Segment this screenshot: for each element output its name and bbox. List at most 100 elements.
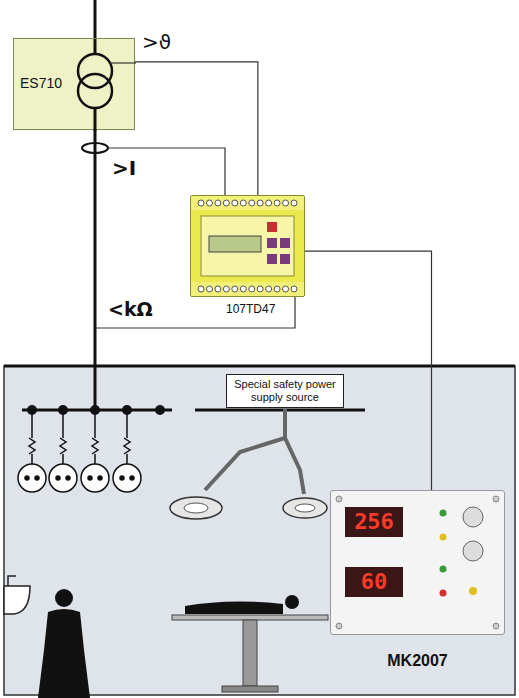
device-label: MK2007 xyxy=(331,652,504,670)
monitor-device-part xyxy=(267,222,277,232)
surgical-lamp xyxy=(170,409,327,519)
socket-outlet-part xyxy=(126,454,128,464)
signal-wire xyxy=(135,62,258,195)
monitor-device-part xyxy=(215,286,221,292)
alarm-panel-part xyxy=(469,587,477,595)
patient-table-part xyxy=(243,620,257,686)
signal-wire-part xyxy=(95,297,295,328)
patient-table-part xyxy=(185,601,283,614)
socket-outlet-part xyxy=(88,476,92,480)
socket-outlet-part xyxy=(29,438,35,454)
monitor-device-part xyxy=(274,286,280,292)
socket-outlet-part xyxy=(92,438,98,454)
device-label: 107TD47 xyxy=(226,302,275,316)
monitor-device-part xyxy=(232,286,238,292)
monitor-device-part xyxy=(198,200,204,206)
socket-outlet-part xyxy=(94,454,96,464)
monitor-device-part xyxy=(257,200,263,206)
alarm-panel-part xyxy=(493,496,499,502)
surgical-lamp-part xyxy=(205,409,285,490)
transformer-symbol-part xyxy=(94,39,97,54)
sink xyxy=(4,576,30,614)
monitor-device-part xyxy=(283,286,289,292)
monitor-device-part xyxy=(206,200,212,206)
alarm-panel-part xyxy=(336,623,342,629)
transformer-symbol-part xyxy=(78,74,112,108)
socket-outlet-part xyxy=(62,410,64,438)
monitor-device-part xyxy=(206,286,212,292)
measurement-symbol: <kΩ xyxy=(108,298,153,321)
socket-outlet-part xyxy=(66,476,70,480)
device-box: 25660MK2007 xyxy=(330,490,505,635)
socket-outlet-part xyxy=(120,476,124,480)
surgical-lamp-part xyxy=(295,504,315,512)
monitor-device-part xyxy=(280,254,290,264)
display-value: 256 xyxy=(354,509,394,534)
alarm-panel-part xyxy=(463,541,483,561)
alarm-panel-part xyxy=(493,623,499,629)
transformer-symbol-part xyxy=(94,108,97,131)
sink-part xyxy=(8,576,16,586)
digital-display: 60 xyxy=(345,567,403,597)
monitor-device xyxy=(191,196,304,296)
monitor-device-part xyxy=(191,196,304,210)
measurement-symbol: >ϑ xyxy=(142,30,171,54)
monitor-device-part xyxy=(223,286,229,292)
monitor-device-part xyxy=(191,282,304,296)
alarm-panel-part xyxy=(440,566,447,573)
alarm-panel-part xyxy=(440,510,447,517)
socket-outlet-part xyxy=(94,410,96,438)
socket-outlet-part xyxy=(126,410,128,438)
doctor-figure-part xyxy=(55,589,73,607)
alarm-panel-part xyxy=(440,534,447,541)
socket-outlet-part xyxy=(56,476,60,480)
transformer-symbol-part xyxy=(110,62,136,63)
device-box: Special safety power supply source xyxy=(226,374,344,408)
socket-outlet-part xyxy=(25,476,29,480)
display-value: 60 xyxy=(361,569,388,594)
room-area-part xyxy=(4,365,515,368)
monitor-device-part xyxy=(280,238,290,248)
socket-outlet-part xyxy=(113,464,141,492)
monitor-device-part xyxy=(215,200,221,206)
monitor-device-part xyxy=(266,200,272,206)
socket-outlet-part xyxy=(18,464,46,492)
socket-outlet-part xyxy=(31,410,33,438)
monitor-device-part xyxy=(274,200,280,206)
monitor-device-part xyxy=(283,200,289,206)
patient-table xyxy=(172,595,328,692)
surgical-lamp-part xyxy=(285,438,304,494)
transformer-symbol-part xyxy=(78,54,112,88)
socket-outlet-part xyxy=(49,464,77,492)
monitor-device-part xyxy=(267,238,277,248)
socket-outlet-part xyxy=(98,476,102,480)
monitor-device-part xyxy=(291,286,297,292)
socket-outlet-part xyxy=(124,438,130,454)
monitor-device-part xyxy=(201,216,294,276)
patient-table-part xyxy=(172,615,328,620)
sink-part xyxy=(4,586,30,614)
socket-outlet-part xyxy=(35,476,39,480)
device-box: 107TD47 xyxy=(190,195,305,297)
monitor-device-part xyxy=(291,200,297,206)
monitor-device-part xyxy=(223,200,229,206)
alarm-panel-part xyxy=(440,590,447,597)
monitor-device-part xyxy=(249,286,255,292)
alarm-panel-part xyxy=(336,496,342,502)
patient-table-part xyxy=(222,686,278,692)
monitor-device-part xyxy=(240,200,246,206)
monitor-device-part xyxy=(198,286,204,292)
digital-display: 256 xyxy=(345,507,403,537)
signal-wire xyxy=(305,251,432,490)
monitor-device-part xyxy=(266,286,272,292)
measurement-symbol: >I xyxy=(112,156,136,180)
box-text: Special safety power supply source xyxy=(231,378,339,404)
patient-table-part xyxy=(285,595,299,609)
alarm-panel-part xyxy=(463,507,483,527)
monitor-device-part xyxy=(257,286,263,292)
monitor-device-part xyxy=(209,236,261,252)
main-line-part xyxy=(82,143,108,153)
monitor-device-part xyxy=(249,200,255,206)
